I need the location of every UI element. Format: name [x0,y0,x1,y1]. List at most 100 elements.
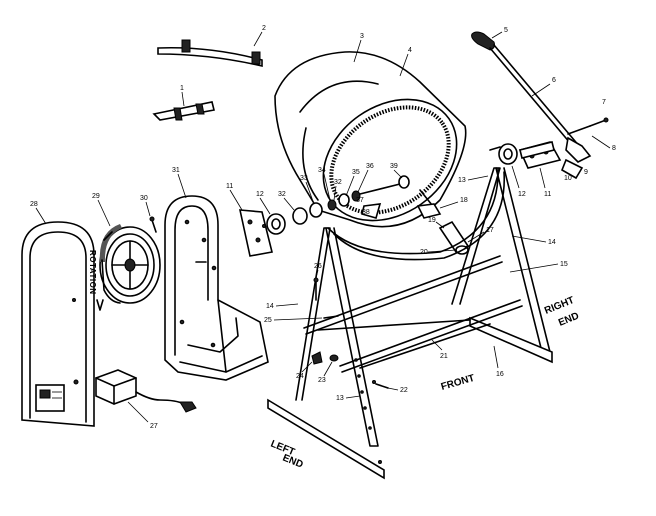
part-number-label: 21 [440,353,448,360]
part-number-label: 15 [560,261,568,268]
part-number-label: 31 [172,167,180,174]
part-number-label: 29 [92,193,100,200]
callout-7: 7 [602,99,606,106]
callout-27: 27 [127,401,158,430]
part-6-handle-rod [489,44,592,163]
callout-23: 23 [318,361,333,384]
callout-12-right: 12 [511,165,526,198]
part-number-label: 10 [564,175,572,182]
callout-14-left: 14 [266,303,299,310]
callout-36: 36 [357,163,374,193]
part-28-end-cover [21,221,95,427]
callout-13-lower: 13 [336,395,361,402]
rotation-label: ROTATION [88,250,97,295]
callout-21: 21 [431,339,448,360]
callout-32-left: 32 [278,191,295,211]
callout-11-left: 11 [226,183,243,211]
callout-20: 20 [420,249,457,256]
rotation-indicator: ROTATION [88,250,104,311]
part-number-label: 27 [150,423,158,430]
part-number-label: 24 [296,373,304,380]
part-number-label: 30 [140,195,148,202]
callout-31: 31 [172,167,187,199]
callout-35: 35 [345,169,360,197]
callout-33: 33 [300,175,315,205]
part-number-label: 13 [336,395,344,402]
callout-9: 9 [584,169,588,176]
part-number-label: 33 [300,175,308,182]
part-4-drum [274,51,467,228]
part-5-handle-grip [471,31,495,51]
callout-4: 4 [399,47,412,77]
callout-30: 30 [140,195,151,217]
callout-13-upper: 13 [458,175,489,184]
part-number-label: 36 [366,163,374,170]
callout-3: 3 [353,33,364,63]
callout-1: 1 [180,85,185,107]
part-number-label: 17 [486,227,494,234]
part-number-label: 39 [390,163,398,170]
right-end-label-line2: END [557,311,581,329]
part-number-label: 18 [460,197,468,204]
callout-2: 2 [253,25,266,47]
part-number-label: 9 [584,169,588,176]
part-12-right-bushing [489,143,518,165]
part-number-label: 34 [318,167,326,174]
callout-26: 26 [314,263,322,279]
part-number-label: 12 [256,191,264,198]
part-number-label: 11 [226,183,233,190]
part-number-label: 32 [278,191,286,198]
callout-38: 38 [362,209,370,216]
part-number-label: 14 [266,303,274,310]
part-number-label: 32 [334,179,342,186]
callout-16: 16 [493,345,504,378]
part-29-drive-pulley [99,224,161,304]
part-11-left-bearing-plate [238,209,273,257]
part-7-8-screws [567,117,609,135]
part-1-paddle-lower [152,101,215,121]
left-end-label-line2: END [281,453,305,471]
part-number-label: 22 [400,387,408,394]
callout-37: 37 [356,197,364,204]
callout-34: 34 [318,167,331,201]
callout-15: 15 [509,261,568,273]
part-number-label: 1 [180,85,184,92]
callout-6: 6 [531,77,556,97]
callout-19: 19 [428,217,445,229]
callout-10: 10 [564,175,572,182]
callout-32-right: 32 [333,179,342,201]
part-31-motor-housing [164,195,269,381]
part-27-motor-transformer [95,369,197,413]
part-number-label: 23 [318,377,326,384]
part-number-label: 25 [264,317,272,324]
callout-29: 29 [92,193,111,227]
callout-8: 8 [591,135,616,152]
front-label: FRONT [440,373,476,393]
part-number-label: 2 [262,25,266,32]
part-number-label: 3 [360,33,364,40]
callout-25: 25 [264,317,323,324]
callout-11-right: 11 [539,167,551,198]
callout-14-right: 14 [511,235,556,246]
axle-hardware [292,175,442,225]
part-number-label: 20 [420,249,428,256]
part-number-callouts: 1 2 3 4 5 6 7 8 9 10 11 11 12 12 13 13 1… [30,25,616,430]
part-number-label: 7 [602,99,606,106]
part-number-label: 28 [30,201,38,208]
callout-18: 18 [439,197,468,209]
part-number-label: 37 [356,197,364,204]
stand-frame [267,167,553,480]
part-number-label: 6 [552,77,556,84]
callout-24: 24 [296,361,313,380]
part-number-label: 11 [544,191,551,198]
part-number-label: 14 [548,239,556,246]
part-number-label: 38 [362,209,370,216]
part-number-label: 5 [504,27,508,34]
part-number-label: 35 [352,169,360,176]
part-number-label: 19 [428,217,436,224]
part-number-label: 4 [408,47,412,54]
callout-5: 5 [491,27,508,39]
part-12-left-bushing [266,213,286,235]
part-11-right-bearing-plate [519,141,555,159]
